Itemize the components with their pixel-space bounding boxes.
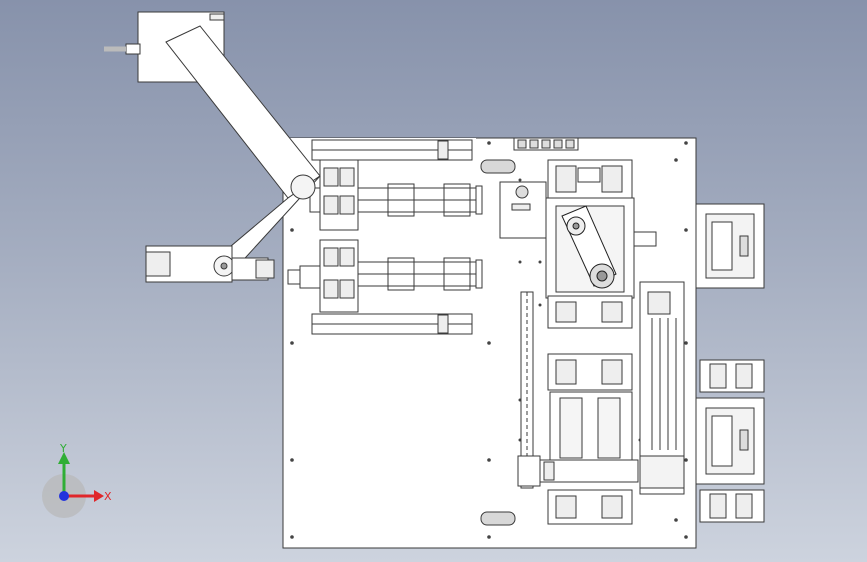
left-gripper-station-upper[interactable]: [309, 159, 359, 231]
right-station-upper[interactable]: [695, 203, 765, 289]
fixture-block-middle[interactable]: [547, 295, 633, 329]
right-station-middle[interactable]: [699, 359, 765, 393]
lower-frame[interactable]: [549, 391, 633, 463]
fixture-block-lower-top[interactable]: [547, 353, 633, 391]
coordinate-triad: Y X: [42, 442, 112, 518]
left-gripper-station-lower[interactable]: [287, 239, 359, 313]
center-bracket[interactable]: [499, 181, 547, 239]
left-linear-rail-upper[interactable]: [357, 183, 483, 217]
left-linear-rail-lower[interactable]: [357, 257, 483, 291]
fixture-block-top[interactable]: [547, 159, 633, 199]
right-station-bottom[interactable]: [699, 489, 765, 523]
pneumatic-manifold[interactable]: [513, 137, 579, 151]
base-plate-holes: [290, 141, 688, 539]
triad-x-label: X: [104, 490, 112, 503]
right-station-lower[interactable]: [695, 397, 765, 485]
vertical-rail-center[interactable]: [520, 291, 534, 489]
upper-guide-bar[interactable]: [311, 139, 473, 335]
triad-y-label: Y: [59, 442, 67, 455]
wrist-arm[interactable]: [561, 205, 617, 289]
clamp-block[interactable]: [633, 231, 657, 247]
cross-slide[interactable]: [517, 455, 639, 487]
fixture-block-bottom[interactable]: [547, 489, 633, 525]
conveyor-module[interactable]: [639, 281, 685, 495]
base-plate-slots: [480, 159, 516, 526]
z-axis-icon: [59, 491, 69, 501]
robot-arm[interactable]: [104, 11, 321, 283]
